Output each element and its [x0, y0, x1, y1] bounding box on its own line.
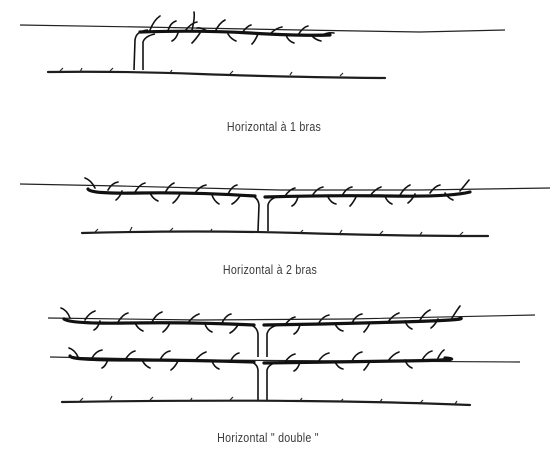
trunk-1 — [134, 30, 155, 70]
trunk-2 — [248, 195, 282, 231]
figure-two-arms — [20, 178, 550, 236]
top-wire-2 — [20, 184, 550, 190]
figure-one-arm — [20, 12, 505, 78]
top-wire-1 — [20, 25, 505, 32]
figure-double — [48, 306, 535, 405]
arm-1 — [140, 31, 330, 35]
ground-line-1 — [48, 72, 385, 78]
caption-double: Horizontal " double " — [41, 430, 495, 445]
caption-one-arm: Horizontal à 1 bras — [47, 119, 501, 134]
ground-line-2 — [82, 232, 488, 237]
arm-2-right — [265, 192, 470, 197]
caption-two-arms: Horizontal à 2 bras — [43, 262, 497, 277]
ground-line-3 — [62, 401, 470, 405]
